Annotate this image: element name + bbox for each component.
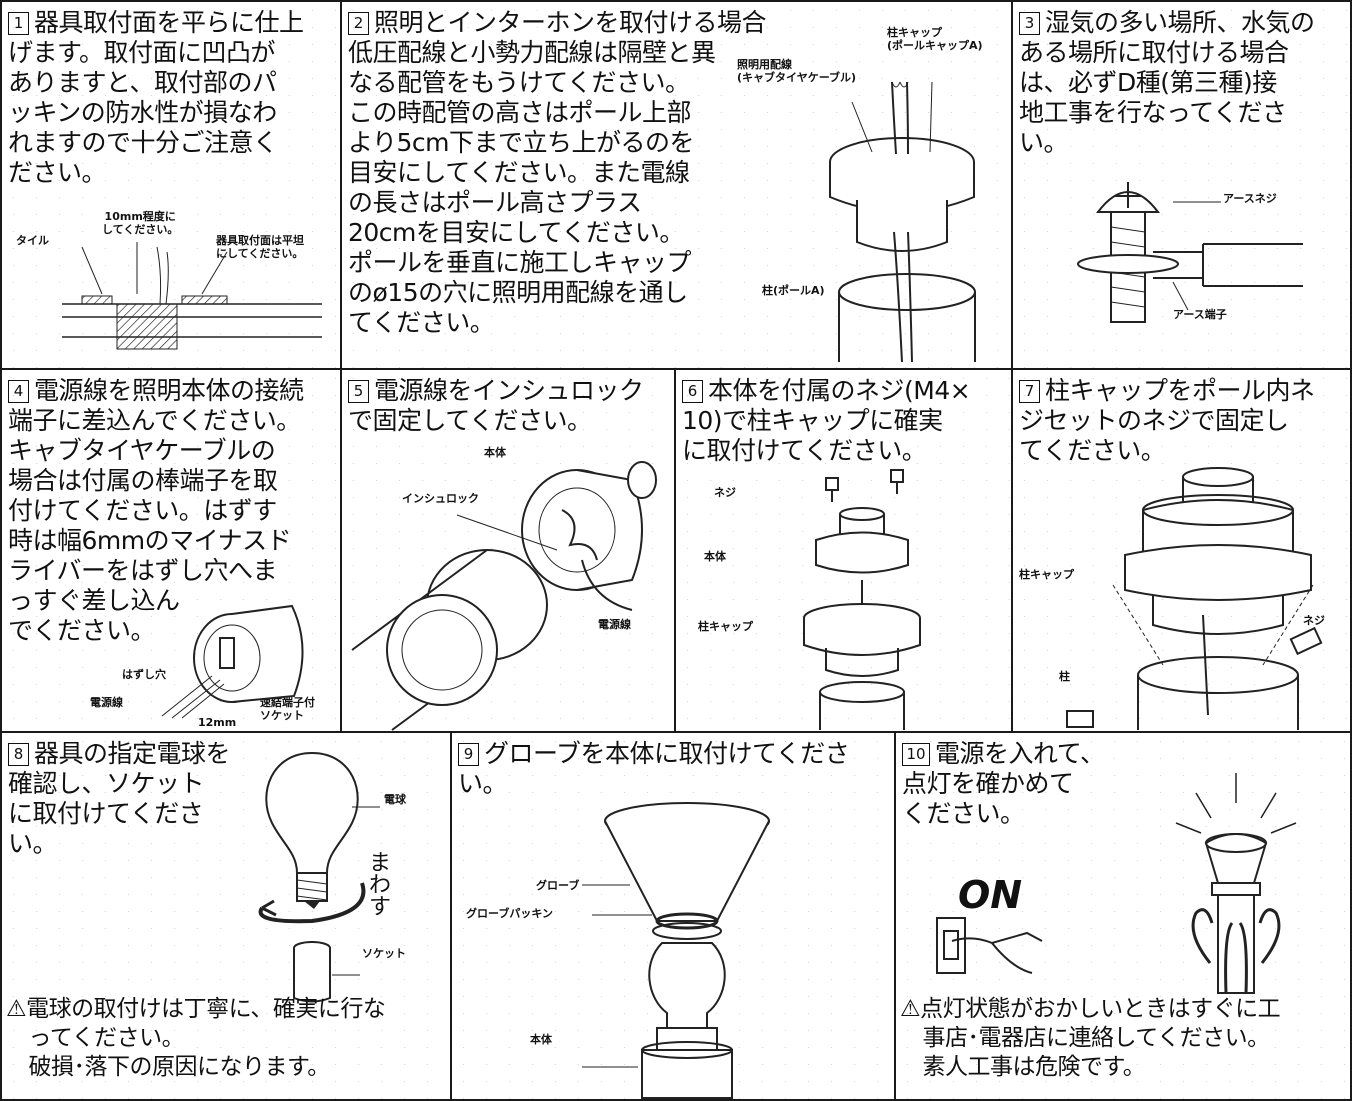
step-number: 1 [8,12,29,35]
label-power-wire: 電源線 [598,618,631,631]
label-body: 本体 [484,446,506,459]
step-number: 7 [1019,380,1040,403]
label-body: 本体 [530,1033,552,1046]
label-flat: 器具取付面は平坦 にしてください。 [216,234,304,260]
label-socket: ソケット [362,947,406,960]
bulb-warning: ⚠電球の取付けは丁寧に、確実に行な ってください。 破損･落下の原因になります。 [6,996,386,1080]
label-insulock: インシュロック [402,492,479,505]
globe-diagram [602,803,772,1098]
pole-cap-diagram [812,82,982,362]
earth-screw-diagram [1053,172,1303,332]
label-pole-cap: 柱キャップ [1019,568,1074,581]
label-screw: ネジ [1303,614,1325,627]
cap-mount-diagram [786,470,966,730]
label-pole: 柱(ポールA) [762,284,825,297]
step-number: 9 [458,743,479,766]
label-quick-socket: 速結端子付 ソケット [260,696,315,722]
mounting-surface-diagram [62,242,332,362]
lit-lamp-diagram [1166,763,1306,993]
label-globe: グローブ [536,879,580,892]
label-lighting-wire: 照明用配線 (キャブタイヤケーブル) [737,58,857,84]
switch-hand-icon [932,913,1052,983]
label-screw: ネジ [714,486,736,499]
step-number: 8 [8,743,29,766]
label-release-hole: はずし穴 [122,668,166,681]
step-number: 2 [348,12,369,35]
lighting-warning: ⚠点灯状態がおかしいときはすぐに工 事店･電器店に連絡してください。 素人工事は… [900,996,1281,1080]
bulb-diagram [252,753,372,1003]
step-number: 10 [902,743,930,766]
step-number: 6 [682,380,703,403]
cap-fix-diagram [1053,465,1352,730]
label-earth-terminal: アース端子 [1173,308,1227,321]
label-earth-screw: アースネジ [1223,192,1277,205]
label-body: 本体 [704,550,726,563]
label-turn: まわす [369,851,392,920]
step-number: 5 [348,380,369,403]
label-pole-cap: 柱キャップ (ポールキャップA) [887,26,983,52]
on-label: ON [958,873,1023,917]
label-12mm: 12mm [198,716,237,729]
label-power-wire: 電源線 [90,696,123,709]
step-number: 4 [8,380,29,403]
socket-diagram [132,588,332,718]
label-tile: タイル [16,234,49,247]
label-pole: 柱 [1059,670,1070,683]
label-gap: 10mm程度に してください。 [102,210,179,236]
label-bulb: 電球 [384,793,406,806]
step-number: 3 [1019,12,1040,35]
label-pole-cap: 柱キャップ [698,620,753,633]
label-globe-packing: グローブパッキン [466,907,554,920]
insulock-diagram [352,450,672,730]
